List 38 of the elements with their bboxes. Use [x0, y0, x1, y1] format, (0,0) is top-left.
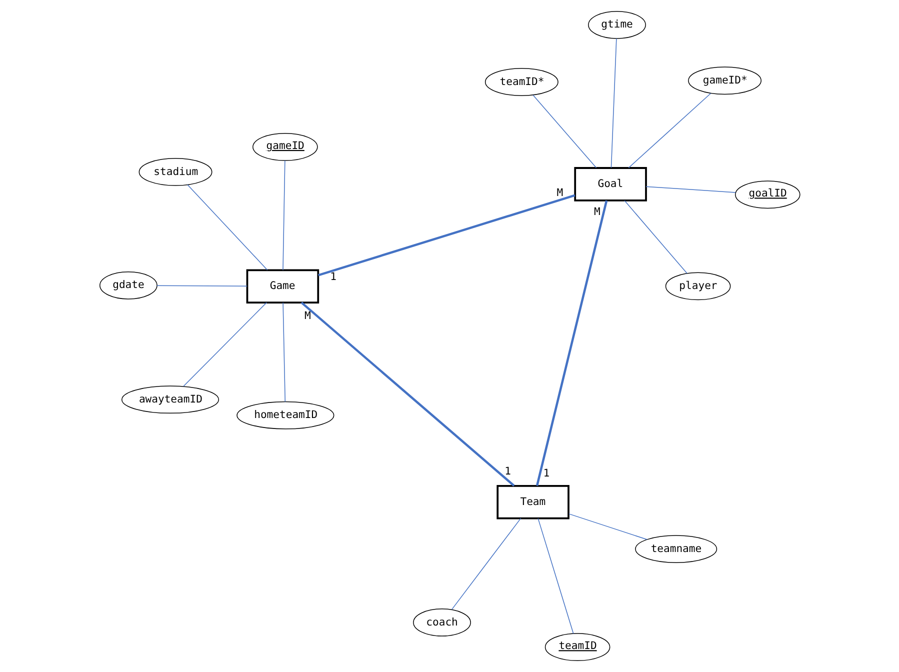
connector [300, 302, 514, 487]
connector [282, 302, 285, 402]
node-ellipse: gdate [99, 271, 157, 300]
node-ellipse: teamID [544, 633, 610, 662]
connector [182, 302, 266, 387]
connector [532, 94, 596, 168]
connector [318, 194, 575, 276]
label: 1 [330, 271, 336, 284]
node-ellipse: stadium [138, 158, 212, 186]
connector [645, 186, 736, 193]
node-ellipse: teamID* [484, 68, 558, 96]
label: M [556, 187, 563, 200]
label: 1 [504, 466, 510, 478]
connector [186, 184, 268, 270]
label: M [593, 206, 600, 218]
node-ellipse: gameID* [688, 66, 761, 95]
connector [282, 160, 285, 270]
connector [450, 518, 521, 610]
node-box: Goal [574, 167, 646, 202]
connector [610, 38, 616, 168]
node-ellipse: player [664, 272, 730, 300]
connector [628, 92, 711, 168]
connector [624, 200, 687, 274]
label: 1 [542, 468, 550, 480]
connector [537, 518, 574, 634]
connector [568, 513, 647, 540]
node-box: Game [246, 269, 319, 304]
connector [535, 200, 608, 486]
label: M [304, 310, 310, 322]
node-ellipse: awayteamID [120, 386, 219, 414]
node-ellipse: gameID [252, 132, 318, 161]
node-ellipse: goalID [734, 180, 800, 209]
node-ellipse: hometeamID [236, 401, 334, 430]
node-box: Team [496, 484, 569, 520]
node-ellipse: coach [412, 608, 470, 636]
node-ellipse: gtime [588, 10, 646, 39]
connector [156, 285, 247, 286]
node-ellipse: teamname [634, 535, 717, 563]
